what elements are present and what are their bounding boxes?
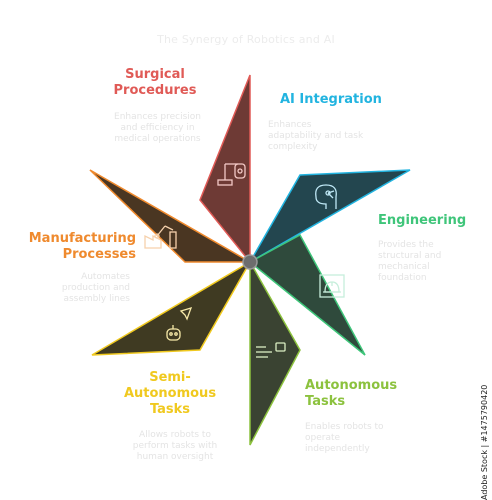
- blueprint-icon: [319, 274, 345, 298]
- diagram-title: The Synergy of Robotics and AI: [157, 33, 335, 46]
- ai-head-icon: [315, 184, 337, 209]
- stock-id: Adobe Stock | #1475790420: [480, 384, 489, 500]
- robot-arm-icon: [217, 163, 246, 186]
- blade-ai-fold: [249, 174, 301, 263]
- label-engineering: Engineering: [378, 213, 467, 228]
- blade-engineering-fold: [249, 261, 366, 356]
- robot-navigate-icon: [166, 307, 193, 341]
- blade-semi-fold: [199, 261, 251, 351]
- center-hub: [242, 254, 258, 270]
- label-ai: AI Integration: [280, 92, 382, 107]
- factory-icon: [144, 225, 177, 249]
- robot-console-icon: [256, 342, 286, 358]
- blade-manufacturing-fold: [89, 169, 251, 263]
